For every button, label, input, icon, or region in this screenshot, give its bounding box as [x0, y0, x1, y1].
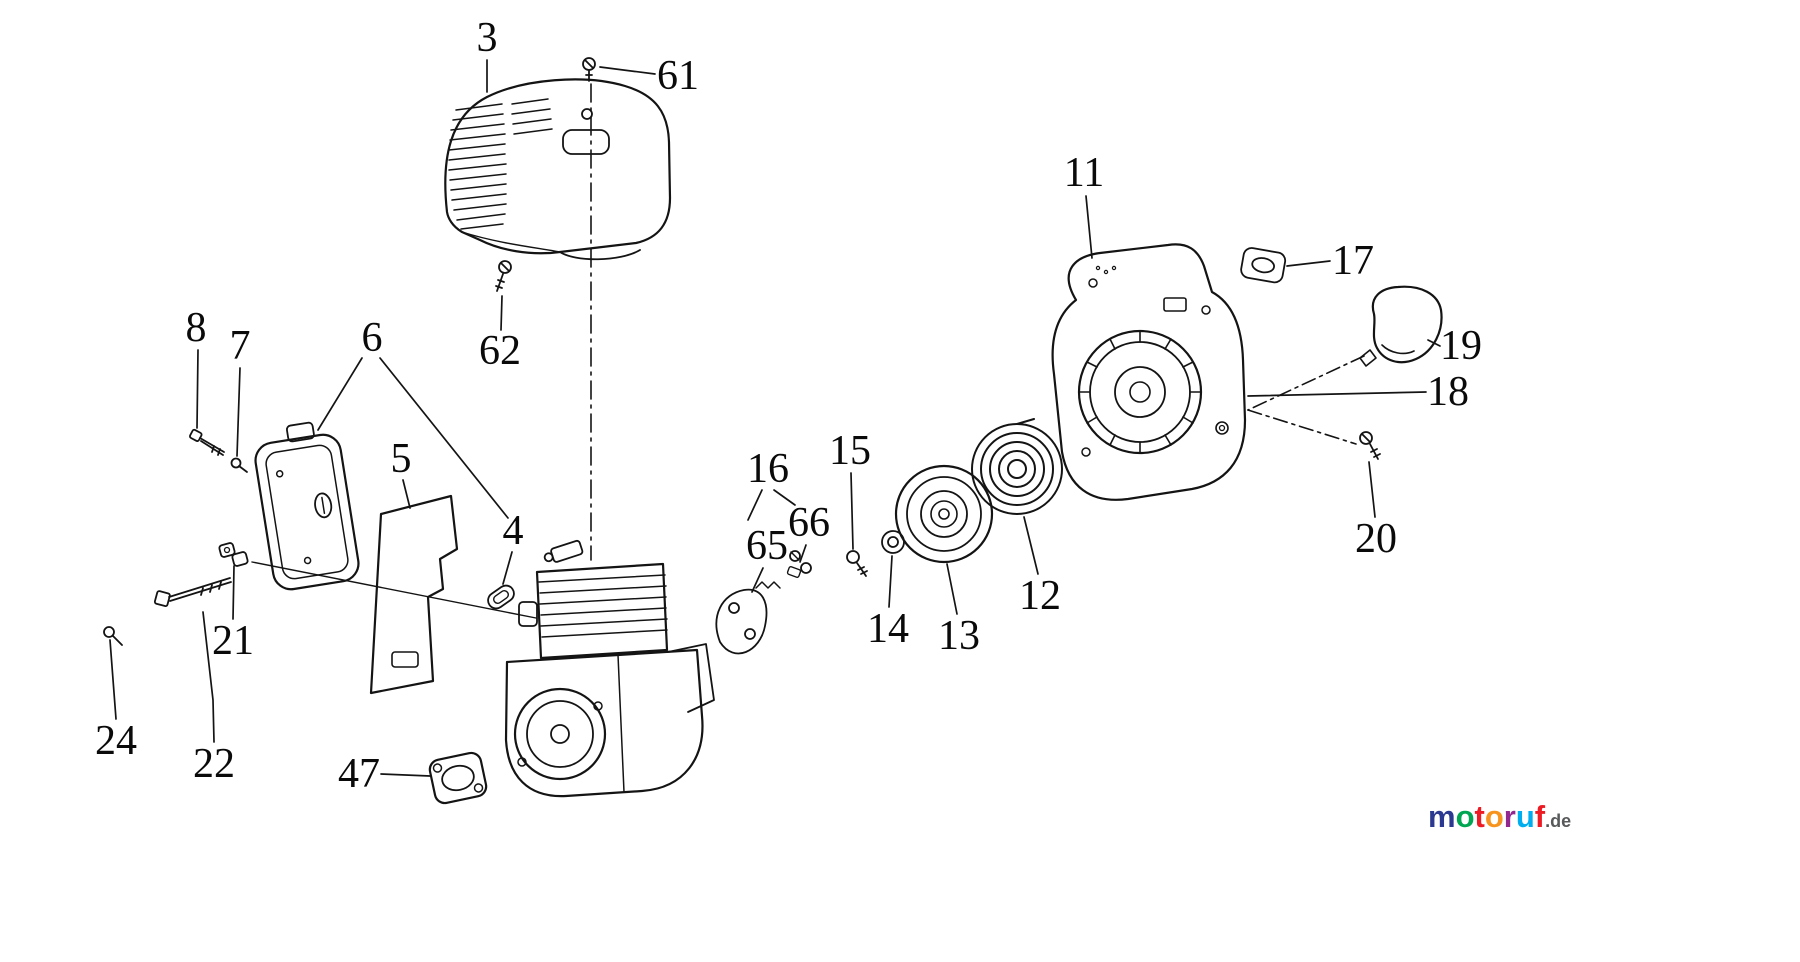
- spacer-4-drawing: [485, 582, 517, 611]
- pin-7-drawing: [232, 459, 248, 473]
- leader-22: [203, 612, 214, 742]
- watermark-letter: r: [1503, 799, 1516, 834]
- spring-12-drawing: [972, 419, 1062, 514]
- part-label-17: 17: [1332, 238, 1374, 284]
- bolt-22-drawing: [154, 578, 231, 607]
- bolt-8-drawing: [189, 429, 224, 455]
- part-label-66: 66: [788, 500, 830, 546]
- part-label-15: 15: [829, 428, 871, 474]
- motoruf-watermark: motoruf.de: [1428, 799, 1571, 835]
- assembly-line: [252, 562, 536, 618]
- screw-61-drawing: [583, 58, 595, 81]
- part-label-24: 24: [95, 718, 137, 764]
- leader-12: [1024, 517, 1038, 574]
- starter-grip-drawing: [1360, 287, 1442, 366]
- leader-13: [947, 564, 957, 614]
- leader-lines: [110, 60, 1440, 776]
- part-label-62: 62: [479, 328, 521, 374]
- leader-62: [501, 296, 502, 330]
- part-label-8: 8: [185, 305, 207, 351]
- engine-cover-drawing: [445, 79, 670, 259]
- part-17-drawing: [1240, 247, 1287, 284]
- watermark-letter: u: [1515, 799, 1535, 834]
- part-label-19: 19: [1440, 323, 1482, 369]
- leader-4: [503, 552, 512, 584]
- watermark-letter: o: [1455, 799, 1475, 834]
- leader-6b: [380, 358, 508, 518]
- leader-61: [600, 67, 655, 74]
- leader-20: [1369, 462, 1375, 517]
- watermark-letter: t: [1474, 799, 1485, 834]
- leader-21: [233, 566, 234, 619]
- leader-18: [1248, 392, 1426, 396]
- part-label-18: 18: [1427, 369, 1469, 415]
- leader-24: [110, 640, 116, 719]
- part-label-7: 7: [229, 323, 251, 369]
- part-label-61: 61: [657, 53, 699, 99]
- part-label-12: 12: [1019, 573, 1061, 619]
- watermark-letter: f: [1534, 799, 1546, 834]
- fan-housing-drawing: [1053, 244, 1245, 499]
- leader-15: [851, 473, 853, 549]
- gasket-plate-drawing: [371, 496, 457, 693]
- leader-16b: [774, 490, 795, 505]
- part-label-14: 14: [867, 606, 909, 652]
- part-label-5: 5: [390, 436, 412, 482]
- part-label-47: 47: [338, 751, 380, 797]
- screw-20-drawing: [1360, 432, 1380, 459]
- part-label-6: 6: [361, 315, 383, 361]
- clamp-21-drawing: [219, 542, 249, 566]
- part-label-20: 20: [1355, 516, 1397, 562]
- leader-16a: [748, 490, 762, 520]
- part-label-65: 65: [746, 523, 788, 569]
- leader-14: [889, 556, 892, 607]
- leader-7: [237, 368, 240, 456]
- leader-8: [197, 350, 198, 428]
- watermark-letter: o: [1484, 799, 1504, 834]
- cover-louvers: [449, 99, 552, 229]
- leader-47: [381, 774, 430, 776]
- part-label-13: 13: [938, 613, 980, 659]
- part-47-drawing: [428, 751, 488, 805]
- watermark-letter: m: [1428, 799, 1456, 834]
- leader-5: [403, 480, 410, 508]
- part-label-11: 11: [1063, 150, 1105, 196]
- screw-62-drawing: [496, 261, 511, 291]
- rope-axis: [1248, 356, 1364, 444]
- pulley-13-drawing: [896, 466, 992, 562]
- part-label-22: 22: [193, 741, 235, 787]
- watermark-suffix: .de: [1545, 811, 1572, 831]
- part-label-3: 3: [476, 15, 498, 61]
- leader-19: [1428, 340, 1440, 346]
- part-label-4: 4: [502, 508, 524, 554]
- leader-66: [800, 545, 806, 562]
- pawl-group-drawing: [716, 551, 811, 653]
- screw-24-drawing: [104, 627, 122, 645]
- part-label-21: 21: [212, 618, 254, 664]
- leader-17: [1287, 261, 1330, 266]
- muffler-drawing: [251, 418, 361, 591]
- engine-cylinder-drawing: [506, 540, 714, 796]
- leader-65: [752, 568, 763, 592]
- leader-11: [1086, 196, 1092, 258]
- housing-slats: [1079, 331, 1201, 453]
- screw-15-drawing: [847, 551, 867, 576]
- leader-6a: [318, 358, 362, 430]
- part-label-16: 16: [747, 446, 789, 492]
